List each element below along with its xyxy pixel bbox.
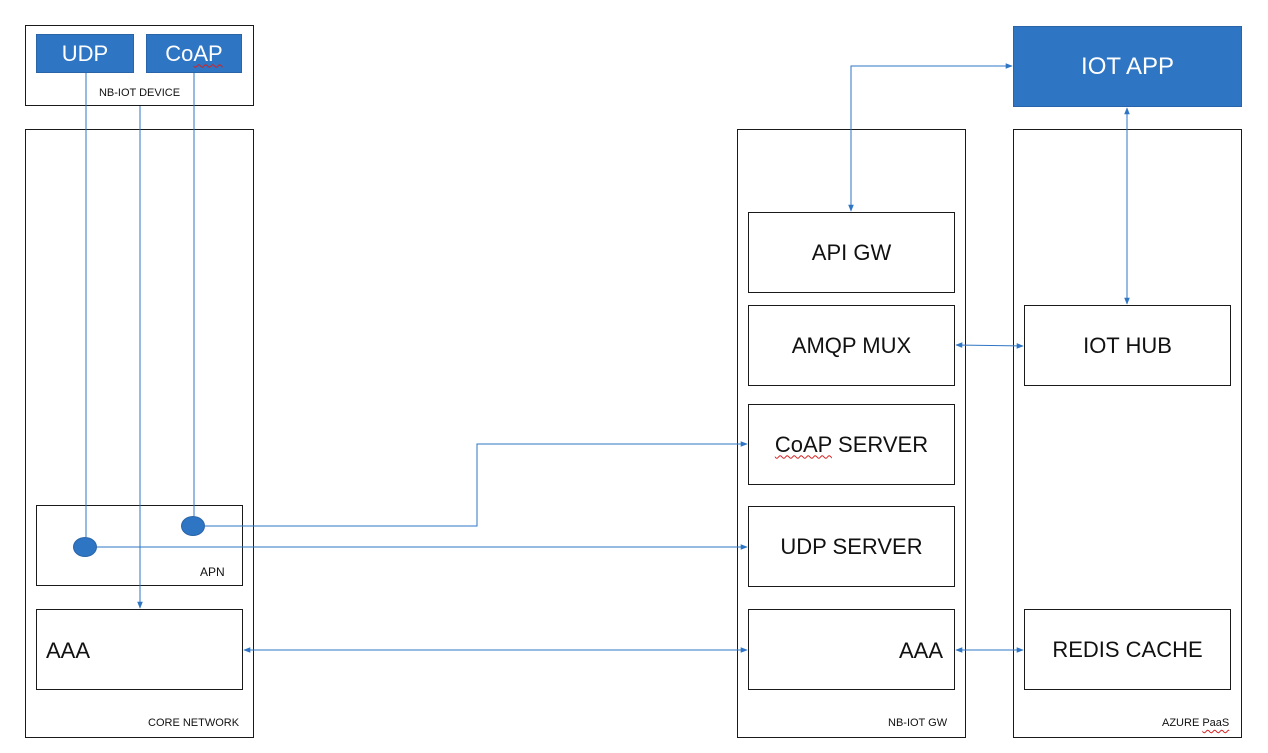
coap-block-label: CoAP	[165, 40, 223, 66]
coap-server-box: CoAP SERVER	[748, 404, 955, 485]
coap-server-label: CoAP SERVER	[774, 431, 929, 457]
coap-block: CoAP	[146, 34, 242, 73]
api-gw-box: API GW	[748, 212, 955, 293]
udp-block: UDP	[36, 34, 134, 73]
iot-hub-label: IOT HUB	[1083, 332, 1172, 358]
udp-server-label: UDP SERVER	[780, 533, 923, 559]
iot-app-block: IOT APP	[1013, 26, 1242, 107]
amqp-mux-box: AMQP MUX	[748, 305, 955, 386]
apn-udp-endpoint	[73, 537, 97, 557]
core-aaa-box	[36, 609, 243, 690]
udp-block-label: UDP	[61, 40, 109, 66]
amqp-mux-label: AMQP MUX	[791, 332, 912, 358]
apn-coap-endpoint	[181, 516, 205, 536]
gw-aaa-label: AAA	[899, 638, 944, 663]
apn-label: APN	[200, 565, 225, 579]
redis-cache-label: REDIS CACHE	[1052, 636, 1203, 662]
redis-cache-box: REDIS CACHE	[1024, 609, 1231, 690]
nb-iot-gw-caption: NB-IOT GW	[888, 717, 948, 729]
nb-iot-device-container	[25, 25, 254, 106]
nb-iot-device-caption: NB-IOT DEVICE	[98, 87, 181, 99]
core-network-caption: CORE NETWORK	[148, 717, 240, 729]
azure-paas-caption: AZURE PaaS	[1162, 717, 1230, 729]
core-aaa-label: AAA	[46, 638, 91, 663]
iot-app-label: IOT APP	[1081, 52, 1174, 80]
udp-server-box: UDP SERVER	[748, 506, 955, 587]
apn-to-coap-server-line	[205, 441, 748, 527]
iot-hub-box: IOT HUB	[1024, 305, 1231, 386]
gw-aaa-box	[748, 609, 955, 690]
api-gw-label: API GW	[811, 239, 892, 265]
